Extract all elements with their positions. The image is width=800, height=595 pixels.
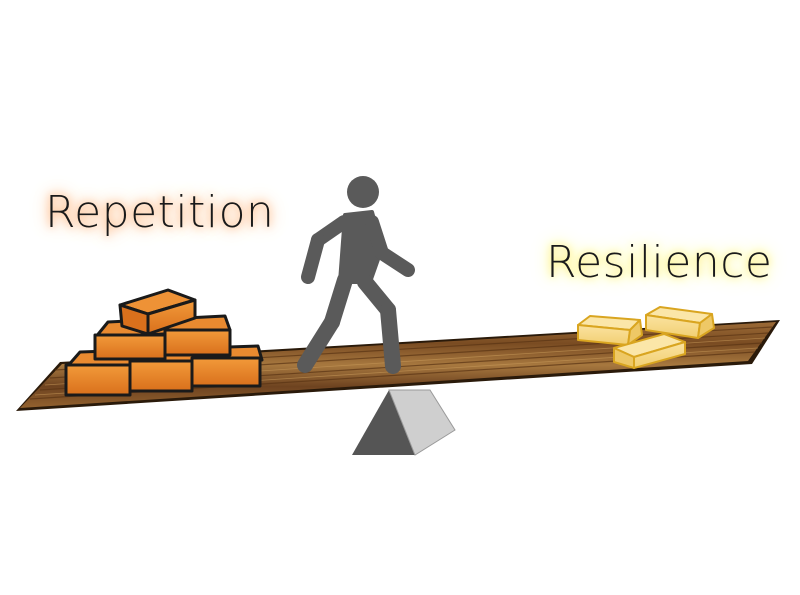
walking-person-icon bbox=[297, 176, 415, 374]
label-repetition: Repetition bbox=[45, 187, 275, 238]
brick-stack bbox=[64, 288, 264, 397]
gold-blocks bbox=[577, 306, 715, 369]
fulcrum-triangle bbox=[352, 389, 456, 456]
label-resilience: Resilience bbox=[546, 237, 773, 288]
